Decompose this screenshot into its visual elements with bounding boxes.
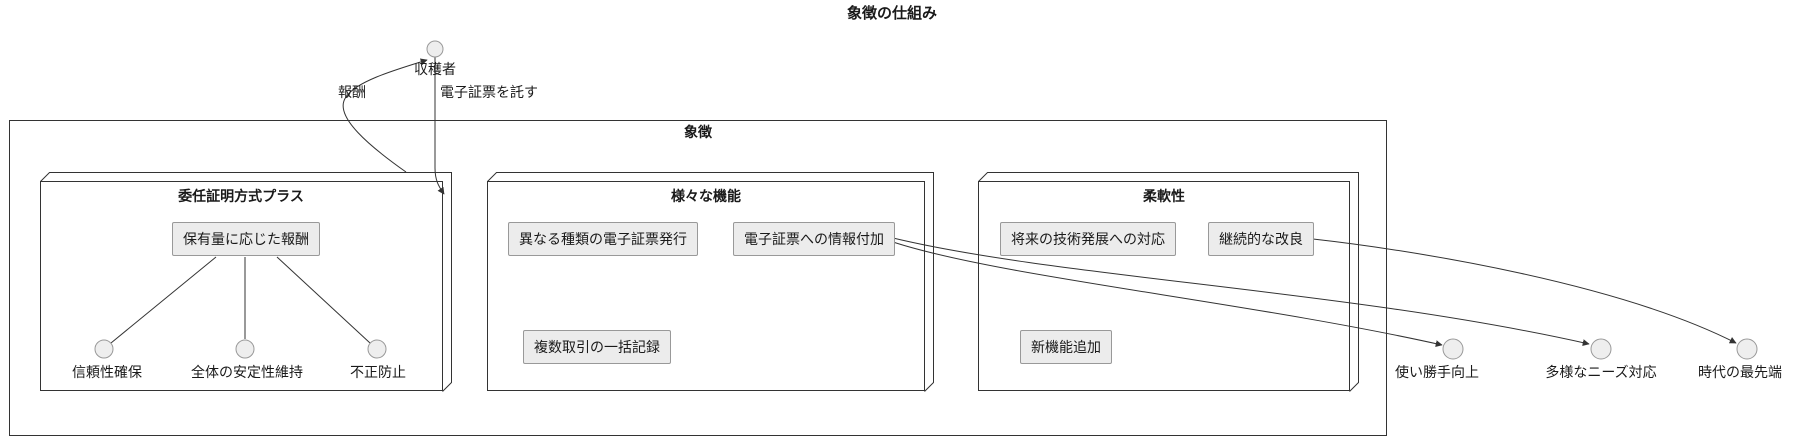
outcome-circle-fraud-prevention (367, 339, 387, 359)
container-box-outline (9, 120, 1387, 436)
outcome-circle-diverse-needs (1590, 338, 1612, 360)
edge-to-cutting-edge (1312, 238, 1737, 344)
actor-label: 収穫者 (414, 61, 456, 77)
node-batch-record: 複数取引の一括記録 (523, 330, 671, 364)
node-various-voucher-issue: 異なる種類の電子証票発行 (508, 222, 698, 256)
edge-label-reward: 報酬 (338, 84, 366, 100)
group2-title: 様々な機能 (671, 188, 741, 204)
edge-to-usability (892, 241, 1443, 348)
edge-to-diverse-needs (892, 237, 1590, 347)
diagram-title: 象徴の仕組み (846, 5, 938, 22)
edge-reward-to-fraud-prevention (276, 256, 371, 344)
edge-entrust-arrow (434, 57, 445, 195)
outcome-label-trust: 信頼性確保 (72, 364, 142, 380)
edge-label-entrust: 電子証票を託す (440, 84, 538, 100)
edge-reward-to-trust (110, 256, 217, 344)
node-future-tech: 将来の技術発展への対応 (1000, 222, 1176, 256)
outcome-circle-stability (235, 339, 255, 359)
group-box-1 (40, 172, 452, 392)
outcome-circle-cutting-edge (1736, 338, 1758, 360)
node-new-features: 新機能追加 (1020, 330, 1112, 364)
group1-title: 委任証明方式プラス (178, 188, 304, 204)
outcome-label-stability: 全体の安定性維持 (191, 364, 303, 380)
outcome-label-cutting-edge: 時代の最先端 (1698, 364, 1782, 380)
actor-circle (426, 40, 444, 58)
node-voucher-info-attach: 電子証票への情報付加 (733, 222, 895, 256)
outcome-circle-usability (1442, 338, 1464, 360)
outcome-label-usability: 使い勝手向上 (1395, 364, 1479, 380)
outcome-label-diverse-needs: 多様なニーズ対応 (1545, 364, 1657, 380)
node-reward-by-holding: 保有量に応じた報酬 (172, 222, 320, 256)
container-label: 象徴 (684, 124, 712, 140)
outcome-label-fraud-prevention: 不正防止 (350, 364, 406, 380)
outcome-circle-trust (94, 339, 114, 359)
edge-reward-arrow (342, 58, 428, 173)
group-box-2 (487, 172, 934, 392)
group3-title: 柔軟性 (1143, 188, 1185, 204)
node-continuous-improvement: 継続的な改良 (1208, 222, 1314, 256)
